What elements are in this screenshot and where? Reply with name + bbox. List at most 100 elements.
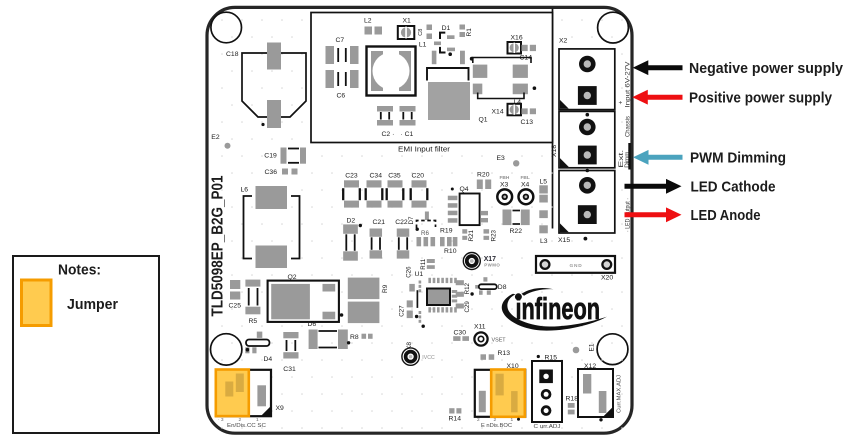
svg-text:C18: C18 xyxy=(226,51,239,58)
svg-text:R15: R15 xyxy=(545,355,558,362)
svg-text:C23: C23 xyxy=(345,172,358,179)
svg-text:D7: D7 xyxy=(408,216,415,224)
svg-text:L4: L4 xyxy=(514,99,522,106)
svg-text:E1: E1 xyxy=(589,343,596,351)
svg-text:X9: X9 xyxy=(276,405,285,412)
svg-text:X1: X1 xyxy=(403,18,412,25)
svg-text:D4: D4 xyxy=(264,356,273,363)
svg-text:X17: X17 xyxy=(484,256,496,263)
svg-text:D8: D8 xyxy=(498,284,507,291)
svg-text:GND: GND xyxy=(570,263,583,269)
svg-text:L6: L6 xyxy=(241,187,249,194)
svg-text:R12: R12 xyxy=(464,282,471,294)
svg-text:C2 ·: C2 · xyxy=(382,131,395,138)
svg-text:X8: X8 xyxy=(406,342,413,350)
svg-text:R19: R19 xyxy=(440,228,453,235)
svg-text:1 ·: 1 · xyxy=(256,417,262,423)
svg-text:C20: C20 xyxy=(412,172,425,179)
svg-text:X3: X3 xyxy=(500,182,509,189)
svg-text:R21: R21 xyxy=(468,229,475,241)
svg-text:R8: R8 xyxy=(350,334,359,341)
svg-text:L2: L2 xyxy=(364,18,372,25)
svg-text:C34: C34 xyxy=(370,172,383,179)
svg-text:C7: C7 xyxy=(336,37,345,44)
svg-text:E2: E2 xyxy=(211,134,220,141)
svg-text:· C1: · C1 xyxy=(401,131,414,138)
svg-text:Q1: Q1 xyxy=(479,117,488,124)
svg-text:FBL: FBL xyxy=(521,175,530,181)
svg-text:FBH: FBH xyxy=(500,175,510,181)
svg-text:X15: X15 xyxy=(558,237,570,244)
svg-text:R22: R22 xyxy=(510,228,523,235)
svg-text:R5: R5 xyxy=(249,318,258,325)
svg-text:R23: R23 xyxy=(491,229,498,241)
svg-text:2: 2 xyxy=(494,417,497,423)
svg-text:R11: R11 xyxy=(420,258,427,269)
svg-text:C27: C27 xyxy=(399,305,406,317)
svg-text:X20: X20 xyxy=(601,275,613,282)
svg-text:C22: C22 xyxy=(395,219,408,226)
svg-text:X11: X11 xyxy=(474,324,486,331)
svg-text:VSET: VSET xyxy=(492,338,507,344)
svg-text:R20: R20 xyxy=(477,171,490,178)
svg-text:X18: X18 xyxy=(551,145,558,157)
svg-text:X14: X14 xyxy=(492,109,504,116)
svg-text:Chassis: Chassis xyxy=(625,116,631,137)
svg-text:C29: C29 xyxy=(464,301,471,313)
svg-text:1: 1 xyxy=(511,417,514,423)
svg-text:X2: X2 xyxy=(559,38,568,45)
svg-text:+: + xyxy=(618,101,625,105)
svg-text:IVCC: IVCC xyxy=(422,355,435,361)
svg-text:R10: R10 xyxy=(444,248,457,255)
svg-text:Jumper: Jumper xyxy=(67,297,118,313)
svg-text:C urr.ADJ: C urr.ADJ xyxy=(534,424,562,430)
svg-text:C21: C21 xyxy=(373,219,386,226)
svg-text:Ext.: Ext. xyxy=(619,149,625,168)
svg-text:R18: R18 xyxy=(566,396,579,403)
svg-text:Negative power supply: Negative power supply xyxy=(689,60,844,77)
svg-text:· 3: · 3 xyxy=(218,417,224,423)
svg-text:PWM Dimming: PWM Dimming xyxy=(690,150,786,167)
svg-text:Q2: Q2 xyxy=(288,274,297,281)
svg-text:Positive power supply: Positive power supply xyxy=(689,90,833,107)
svg-text:LED Anode: LED Anode xyxy=(691,207,761,224)
svg-text:2: 2 xyxy=(239,417,242,423)
svg-text:Notes:: Notes: xyxy=(58,263,101,279)
svg-text:X4: X4 xyxy=(521,182,530,189)
svg-text:L1: L1 xyxy=(419,41,427,48)
svg-text:C31: C31 xyxy=(283,366,296,373)
svg-text:C36: C36 xyxy=(265,169,278,176)
svg-text:R1: R1 xyxy=(466,28,473,37)
svg-text:X12: X12 xyxy=(584,363,596,370)
svg-text:R13: R13 xyxy=(498,350,511,357)
svg-text:Q4: Q4 xyxy=(460,186,469,193)
svg-text:C30: C30 xyxy=(454,330,467,337)
svg-text:C26: C26 xyxy=(406,266,413,278)
svg-text:L5: L5 xyxy=(540,178,548,185)
svg-text:E3: E3 xyxy=(497,155,506,162)
svg-text:D6: D6 xyxy=(308,321,317,328)
svg-text:C35: C35 xyxy=(388,172,401,179)
svg-text:X16: X16 xyxy=(511,35,523,42)
svg-text:C8: C8 xyxy=(418,29,424,36)
svg-text:LED Cathode: LED Cathode xyxy=(691,179,776,196)
svg-text:infineon: infineon xyxy=(516,291,601,326)
svg-text:En/Dis.CC SC: En/Dis.CC SC xyxy=(227,423,266,429)
svg-text:D2: D2 xyxy=(347,218,356,225)
svg-text:EMI Input filter: EMI Input filter xyxy=(398,147,451,154)
svg-text:R14: R14 xyxy=(449,416,462,423)
svg-text:Dimm.: Dimm. xyxy=(625,149,631,167)
svg-text:C19: C19 xyxy=(264,153,277,160)
svg-text:TLD5098EP_B2G_P01: TLD5098EP_B2G_P01 xyxy=(210,175,227,316)
svg-text:E nDis.BOC: E nDis.BOC xyxy=(481,423,512,429)
svg-text:C13: C13 xyxy=(521,119,534,126)
svg-text:X10: X10 xyxy=(507,363,519,370)
svg-text:C6: C6 xyxy=(337,93,346,100)
svg-text:R9: R9 xyxy=(382,284,389,293)
svg-text:PWMO: PWMO xyxy=(484,262,500,267)
svg-text:Input 6V-27V: Input 6V-27V xyxy=(625,61,631,107)
svg-text:R6: R6 xyxy=(421,230,429,237)
svg-text:C25: C25 xyxy=(229,303,242,310)
svg-text:U1: U1 xyxy=(415,271,424,278)
svg-text:D1: D1 xyxy=(442,25,451,32)
